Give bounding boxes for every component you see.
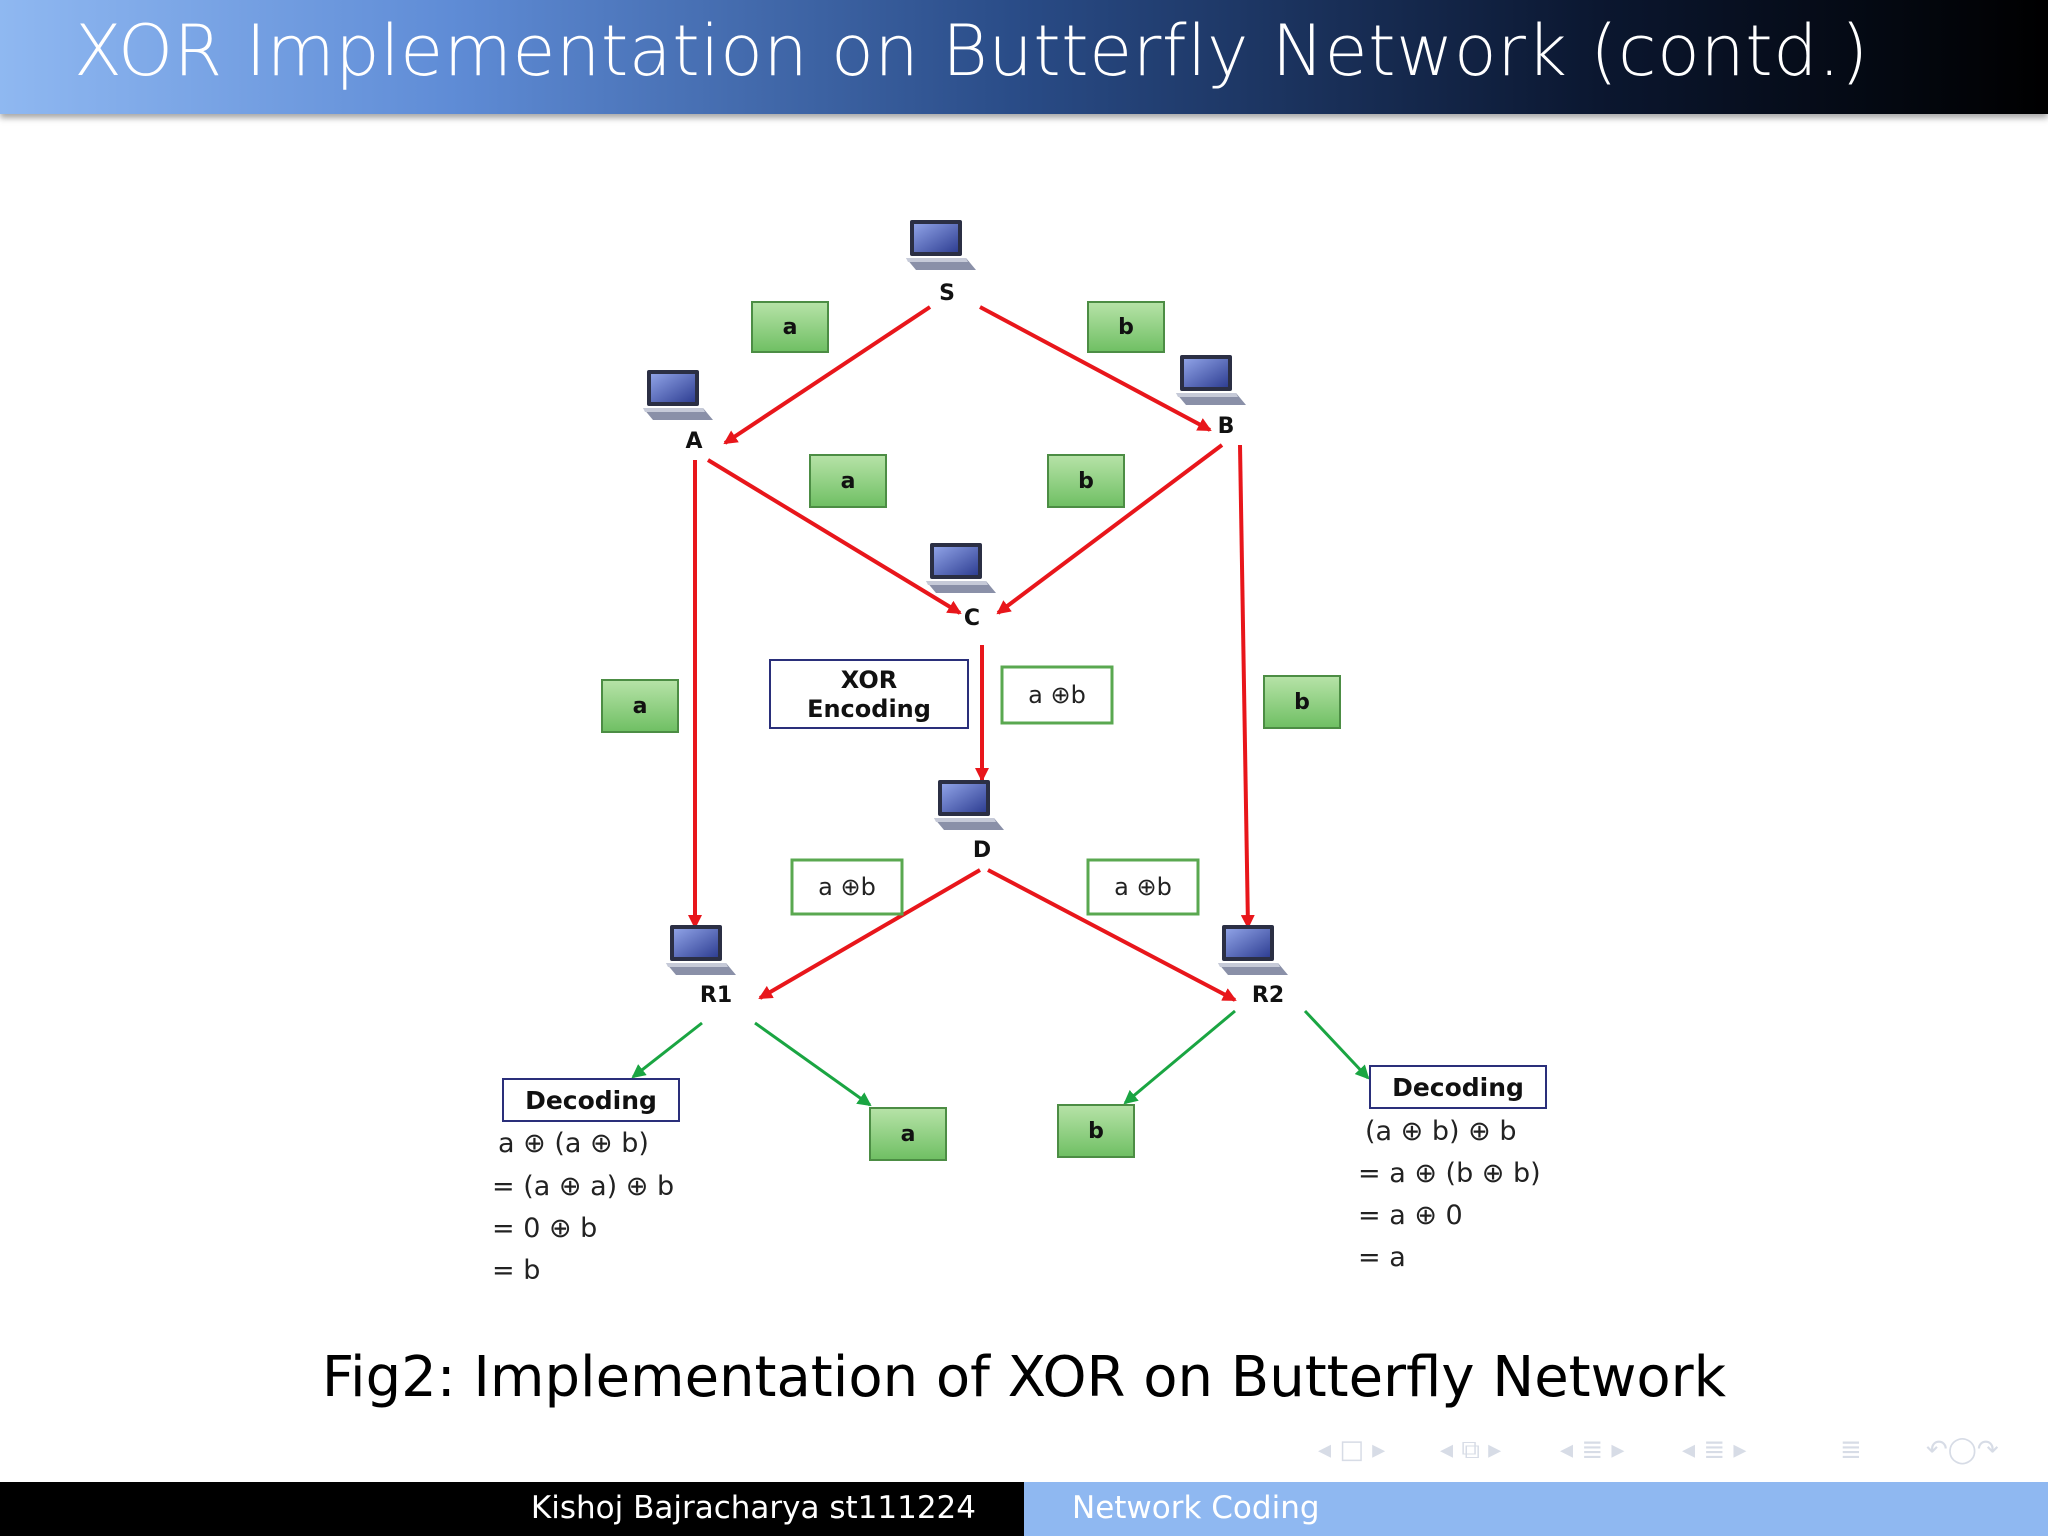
edge-r2-decode [1303, 1009, 1370, 1080]
laptop-c-icon [926, 543, 996, 593]
packet-a-c: a [841, 469, 856, 494]
laptop-d-icon [934, 780, 1004, 830]
footer-author: Kishoj Bajracharya st111224 [530, 1490, 976, 1526]
packet-b-c: b [1078, 469, 1094, 494]
laptop-r1-icon [666, 925, 736, 975]
decoding-left-line-2: = (a ⊕ a) ⊕ b [492, 1171, 674, 1202]
xor-label-d-r2-box [1086, 858, 1200, 916]
xor-label-c-d: a ⊕b [1028, 681, 1086, 709]
xor-label-d-r1-box [790, 858, 904, 916]
laptop-a-icon [643, 370, 713, 420]
edge-b-r2 [1238, 444, 1255, 929]
slide-title: XOR Implementation on Butterfly Network … [74, 10, 1869, 92]
footer-section-bar: Network Coding [1024, 1482, 2048, 1536]
edge-b-c [996, 443, 1224, 615]
nav-prev-icon[interactable]: ◂ □ ▸ [1318, 1435, 1386, 1465]
decoding-left-line-3: = 0 ⊕ b [492, 1213, 597, 1244]
xor-encoding-line1: XOR [841, 666, 898, 694]
edge-r2-out [1123, 1009, 1236, 1105]
xor-label-c-d-box [1000, 665, 1114, 725]
edge-s-b [979, 305, 1212, 432]
decoding-right-line-4: = a [1358, 1242, 1406, 1273]
node-label-d: D [973, 838, 991, 863]
laptop-r2-icon [1218, 925, 1288, 975]
edge-d-r1 [758, 868, 982, 1000]
packet-b-r2: b [1294, 690, 1310, 715]
edge-a-c [706, 458, 962, 615]
packet-a-c-box [809, 454, 887, 508]
node-label-b: B [1218, 414, 1235, 439]
xor-encoding-box [769, 659, 969, 729]
figure-caption: Fig2: Implementation of XOR on Butterfly… [321, 1345, 1727, 1410]
edge-s-a [723, 305, 932, 445]
node-label-a: A [685, 429, 702, 454]
packet-s-b-box [1087, 301, 1165, 353]
edge-r1-out [754, 1021, 872, 1107]
packet-b-r2-box [1263, 675, 1341, 729]
packet-a-r1-box [601, 679, 679, 733]
node-label-r1: R1 [700, 983, 732, 1008]
xor-label-d-r2: a ⊕b [1114, 873, 1172, 901]
navigation-bar: ◂ □ ▸ ◂ ⧉ ▸ ◂ ≣ ▸ ◂ ≣ ▸ ≣ ↶◯↷ [1310, 1435, 2030, 1469]
packet-r1-out-box [869, 1107, 947, 1161]
packet-s-b: b [1118, 315, 1134, 340]
packet-r2-out-box [1057, 1104, 1135, 1158]
xor-label-d-r1: a ⊕b [818, 873, 876, 901]
node-label-c: C [964, 606, 980, 631]
packet-s-a-box [751, 301, 829, 353]
packet-s-a: a [783, 315, 798, 340]
laptop-s-icon [906, 220, 976, 270]
title-bar: XOR Implementation on Butterfly Network … [0, 0, 2048, 114]
node-label-r2: R2 [1252, 983, 1284, 1008]
decoding-left-title: Decoding [525, 1086, 657, 1115]
decoding-right-line-3: = a ⊕ 0 [1358, 1200, 1463, 1231]
footer-section: Network Coding [1072, 1490, 1320, 1526]
packet-r2-out: b [1088, 1119, 1104, 1144]
butterfly-diagram: S A B C D R1 R2 a b a b a b a b [470, 205, 1620, 1315]
decoding-left-line-1: a ⊕ (a ⊕ b) [498, 1128, 649, 1159]
decoding-left-line-4: = b [492, 1255, 540, 1286]
packet-a-r1: a [633, 694, 648, 719]
edge-d-r2 [987, 868, 1237, 1002]
packet-r1-out: a [901, 1122, 916, 1147]
packet-b-c-box [1047, 454, 1125, 508]
node-label-s: S [939, 281, 955, 306]
xor-encoding-line2: Encoding [807, 695, 931, 723]
decoding-left-title-box [502, 1078, 680, 1122]
frame-icon[interactable]: ◂ ⧉ ▸ [1440, 1435, 1502, 1465]
search-icon[interactable]: ↶◯↷ [1926, 1435, 1999, 1465]
laptop-b-icon [1176, 355, 1246, 405]
footer-author-bar: Kishoj Bajracharya st111224 [0, 1482, 1024, 1536]
decoding-right-title: Decoding [1392, 1073, 1524, 1102]
toc-icon[interactable]: ≣ [1840, 1435, 1862, 1465]
decoding-right-line-1: (a ⊕ b) ⊕ b [1365, 1116, 1516, 1147]
decoding-right-title-box [1369, 1065, 1547, 1109]
decoding-right-line-2: = a ⊕ (b ⊕ b) [1358, 1158, 1541, 1189]
subsection-icon[interactable]: ◂ ≣ ▸ [1682, 1435, 1747, 1465]
section-icon[interactable]: ◂ ≣ ▸ [1560, 1435, 1625, 1465]
edge-r1-decode [631, 1021, 703, 1079]
